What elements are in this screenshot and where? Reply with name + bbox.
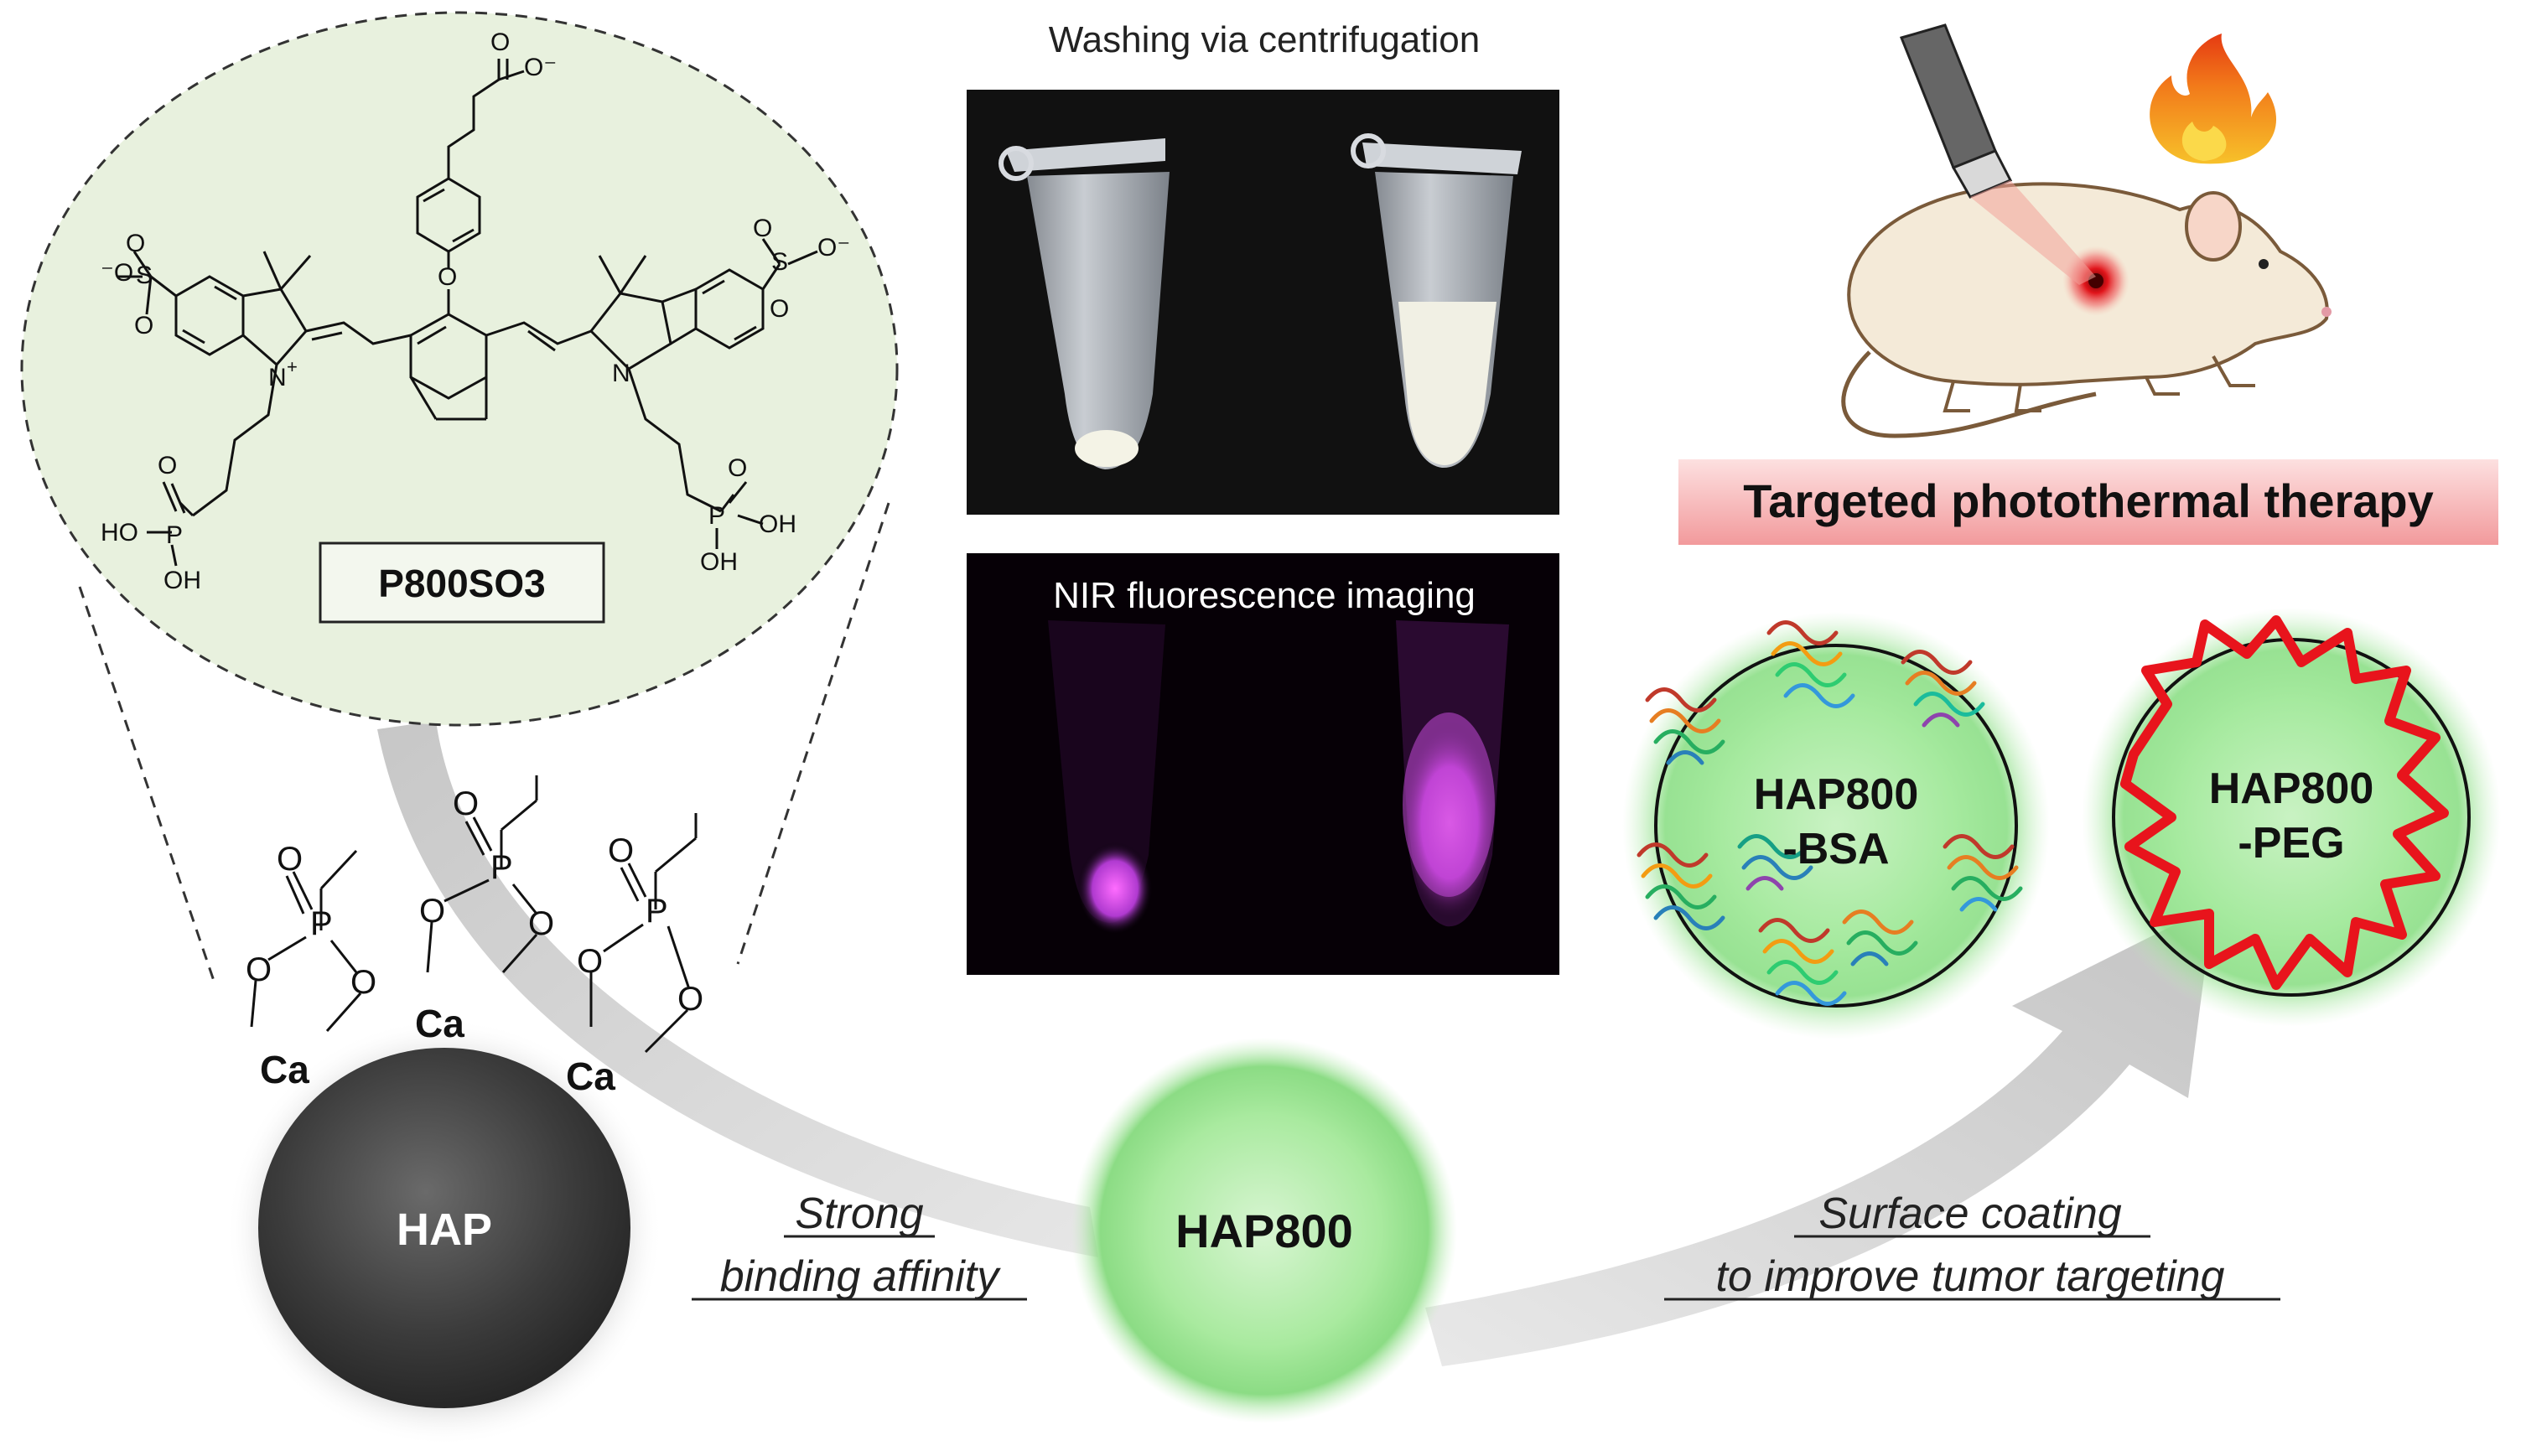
centrifuge-photo xyxy=(967,90,1559,515)
atom-o-right-bottom: O xyxy=(770,295,789,323)
coating-caption: Surface coating to improve tumor targeti… xyxy=(1664,1189,2280,1301)
p800so3-atom-labels: ⁻O S O O N + O O O⁻ N S O O⁻ O O P HO OH… xyxy=(101,28,850,594)
surf-p-1: P xyxy=(310,905,333,942)
atom-p-left: P xyxy=(166,521,183,549)
surf-o-3b: O xyxy=(577,943,603,980)
surf-o-2c: O xyxy=(528,905,554,942)
atom-o-right-top: O xyxy=(753,215,772,242)
laser-probe-icon xyxy=(1899,23,2096,285)
atom-p-right: P xyxy=(708,502,725,530)
p800so3-label-box: P800SO3 xyxy=(319,541,605,624)
surf-ca-3: Ca xyxy=(566,1054,615,1098)
hap800-bsa-label-2: -BSA xyxy=(1782,825,1889,873)
coating-caption-line1: Surface coating xyxy=(1818,1189,2121,1238)
coating-caption-line2: to improve tumor targeting xyxy=(1716,1252,2225,1301)
surf-o-3c: O xyxy=(677,981,703,1018)
atom-o-left-bottom: O xyxy=(134,312,153,339)
surf-p-3: P xyxy=(646,893,668,930)
atom-oh-left: OH xyxy=(163,567,201,594)
atom-plus-charge: + xyxy=(287,356,298,377)
peg-chain xyxy=(2120,615,2449,990)
p800so3-structure xyxy=(117,59,818,567)
molecule-zoom-lines xyxy=(78,502,890,982)
atom-ho-left: HO xyxy=(101,519,138,547)
surf-o-1b: O xyxy=(246,951,272,988)
hap800-peg-label-2: -PEG xyxy=(2238,819,2344,868)
hap800-bsa-label-1: HAP800 xyxy=(1754,770,1919,819)
tube-left xyxy=(999,138,1170,469)
tube-right xyxy=(1351,133,1522,469)
atom-o-ether: O xyxy=(438,263,457,291)
atom-n-plus: N xyxy=(268,364,287,391)
surf-o-1a: O xyxy=(277,841,303,878)
surf-ca-1: Ca xyxy=(260,1048,309,1091)
atom-o-left-top: O xyxy=(126,230,145,257)
therapy-banner xyxy=(1678,459,2498,545)
atom-oh-right-bottom: OH xyxy=(700,548,738,576)
mouse-illustration xyxy=(1841,182,2332,438)
hap-particle: HAP xyxy=(226,1018,662,1446)
surface-phosphonates xyxy=(250,775,698,1054)
surf-o-1c: O xyxy=(350,964,376,1001)
binding-caption-line1: Strong xyxy=(795,1189,923,1238)
binding-arrow xyxy=(377,721,1098,1257)
surf-o-2a: O xyxy=(453,785,479,822)
fire-icon xyxy=(2150,34,2277,164)
bsa-protein-icons xyxy=(1637,620,2023,1006)
nir-photo xyxy=(967,553,1559,975)
atom-o-minus-left: ⁻O xyxy=(101,259,133,287)
surf-p-2: P xyxy=(490,849,513,886)
p800so3-label: P800SO3 xyxy=(378,562,545,605)
nir-title: NIR fluorescence imaging xyxy=(1053,575,1476,616)
atom-oh-right: OH xyxy=(759,510,796,538)
atom-o-phosphonate-right: O xyxy=(728,454,747,482)
hap-label: HAP xyxy=(397,1205,492,1255)
atom-s-right: S xyxy=(771,248,788,276)
atom-o-minus-top: O⁻ xyxy=(524,54,557,81)
atom-o-carbonyl: O xyxy=(490,28,510,56)
surf-o-3a: O xyxy=(608,832,634,869)
hap800-particle: HAP800 xyxy=(1071,1038,1457,1423)
surface-atom-labels: O P O O Ca O P O O Ca O P O O Ca xyxy=(246,785,703,1098)
atom-n-right: N xyxy=(612,360,630,387)
surf-ca-2: Ca xyxy=(415,1002,464,1045)
hap800-peg-particle: HAP800 -PEG xyxy=(2082,608,2501,1027)
binding-caption: Strong binding affinity xyxy=(692,1189,1027,1301)
atom-s-left: S xyxy=(136,262,153,289)
therapy-label: Targeted photothermal therapy xyxy=(1743,474,2434,527)
binding-caption-line2: binding affinity xyxy=(720,1252,1001,1301)
centrifuge-title: Washing via centrifugation xyxy=(1049,19,1480,60)
molecule-bubble xyxy=(20,11,899,727)
hap800-label: HAP800 xyxy=(1175,1205,1353,1257)
hap800-peg-label-1: HAP800 xyxy=(2209,764,2374,813)
hap800-bsa-particle: HAP800 -BSA xyxy=(1622,612,2050,1039)
atom-o-phosphonate-left: O xyxy=(158,452,177,479)
surf-o-2b: O xyxy=(419,893,445,930)
atom-o-minus-right: O⁻ xyxy=(817,234,850,262)
